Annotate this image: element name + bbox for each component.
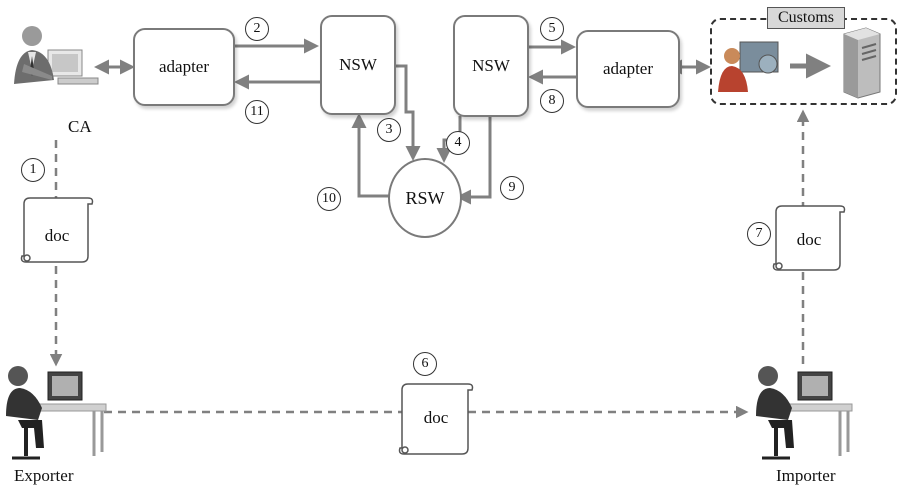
step-1-badge: 1 [21, 158, 45, 182]
step-4-badge: 4 [446, 131, 470, 155]
doc-importer-shape [772, 205, 846, 271]
customs-frame [710, 18, 897, 105]
arrow-step-10 [351, 113, 389, 198]
adapter-left-box: adapter [133, 28, 235, 106]
nsw-right-box: NSW [453, 15, 529, 117]
step-8-badge: 8 [540, 89, 564, 113]
exporter-computer-user-icon [6, 366, 107, 460]
nsw-left-box: NSW [320, 15, 396, 115]
arrow-step-3 [394, 64, 421, 161]
arrow-step-9 [456, 116, 492, 205]
step-10-badge: 10 [317, 187, 341, 211]
server-icon [843, 27, 881, 99]
ca-label: CA [68, 117, 92, 136]
doc-middle-shape [398, 383, 474, 455]
adapter-right-box: adapter [576, 30, 680, 108]
importer-label: Importer [776, 466, 836, 485]
importer-computer-user-icon [756, 366, 853, 460]
customs-label: Customs [767, 7, 845, 29]
exporter-label: Exporter [14, 466, 74, 485]
step-2-badge: 2 [245, 17, 269, 41]
step-7-badge: 7 [747, 222, 771, 246]
doc-ca-label: doc [44, 226, 70, 245]
doc-importer-label: doc [796, 230, 822, 249]
ca-person-computer-icon [14, 26, 99, 85]
step-11-badge: 11 [245, 100, 269, 124]
step-6-badge: 6 [413, 352, 437, 376]
customs-officer-icon [718, 41, 779, 92]
step-9-badge: 9 [500, 176, 524, 200]
step-5-badge: 5 [540, 17, 564, 41]
doc-ca-shape [20, 197, 94, 263]
rsw-node: RSW [388, 158, 462, 238]
step-3-badge: 3 [377, 118, 401, 142]
doc-middle-label: doc [423, 408, 449, 427]
